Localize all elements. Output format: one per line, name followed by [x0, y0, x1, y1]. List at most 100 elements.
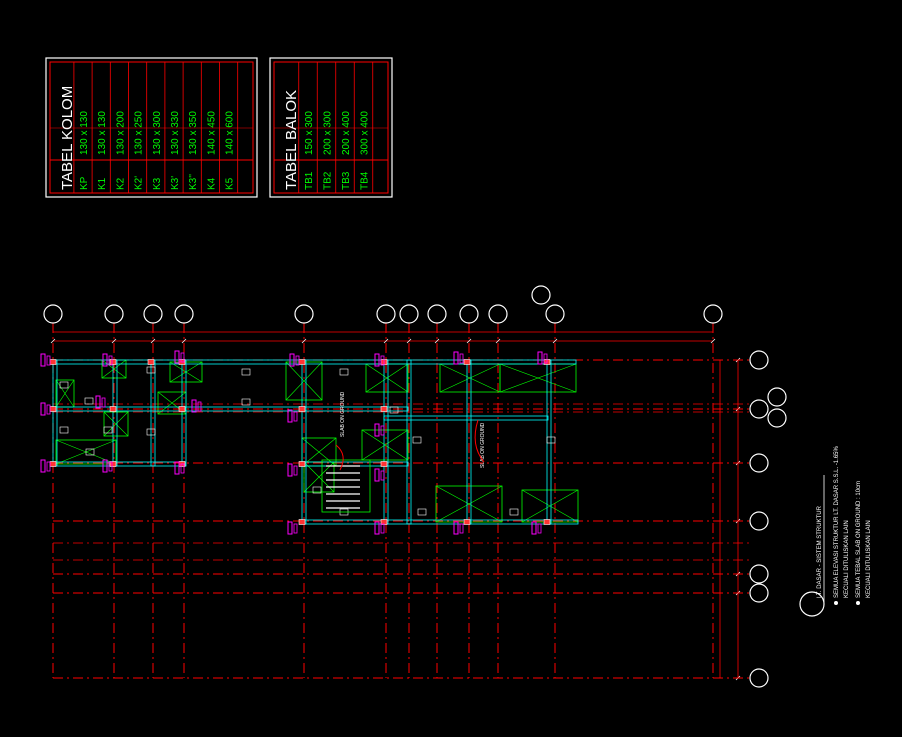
dimension-tick — [150, 338, 156, 344]
dimension-tick — [552, 338, 558, 344]
grid-bubble-top — [459, 304, 479, 324]
column — [49, 359, 57, 365]
tabel-kolom-inner-frame — [49, 61, 254, 194]
column-tag — [180, 352, 185, 363]
dimension-tick — [434, 338, 440, 344]
column-tag — [380, 523, 385, 534]
column-tag — [40, 459, 46, 473]
grid-bubble-right — [749, 564, 769, 584]
column-tag — [537, 351, 543, 365]
column-tag — [108, 461, 113, 472]
balok-row-size: 200 x 400 — [341, 111, 352, 155]
grid-bubble-top — [427, 304, 447, 324]
grid-bubble-top — [488, 304, 508, 324]
kolom-row-size: 130 x 130 — [97, 111, 108, 155]
column-tag — [46, 461, 51, 472]
grid-bubble-right — [749, 399, 769, 419]
grid-bubble-top — [143, 304, 163, 324]
tabel-kolom-frame — [45, 57, 258, 198]
slab-diagonal — [435, 485, 503, 523]
drawing-title-block: LT. DASAR - SISTEM STRUKTUR SEMUA ELEVAS… — [799, 446, 872, 617]
kolom-row-size: 140 x 450 — [206, 111, 217, 155]
slab-diagonal — [101, 359, 127, 379]
balok-row-size: 300 x 400 — [360, 111, 371, 155]
column-tag — [197, 401, 202, 412]
column-tag — [374, 353, 380, 367]
kolom-row-code: K1 — [97, 177, 108, 190]
column — [463, 359, 471, 365]
structural-plan: SLAB ON GROUND SLAB ON GROUND — [40, 285, 787, 688]
kolom-row-size: 130 x 130 — [79, 111, 90, 155]
beam-tag — [84, 397, 94, 405]
kolom-row-size: 130 x 330 — [170, 111, 181, 155]
note-bullet-2 — [856, 601, 860, 605]
dimension-tick — [495, 338, 501, 344]
grid-bubble-right — [767, 408, 787, 428]
slab-diagonal — [103, 411, 129, 437]
grid-bubble-right — [749, 350, 769, 370]
column-tag — [174, 350, 180, 364]
note-1: SEMUA ELEVASI STRUKTUR LT. DASAR S.S.L. … — [834, 446, 840, 598]
column-tag — [40, 353, 46, 367]
column-tag — [374, 423, 380, 437]
kolom-row-size: 140 x 600 — [225, 111, 236, 155]
column-tag — [95, 395, 101, 409]
beam-tag — [146, 428, 156, 436]
column — [298, 406, 306, 412]
slab-diagonal — [55, 379, 75, 408]
column-tag — [537, 523, 542, 534]
slab-arrow-right — [474, 419, 485, 463]
column — [380, 461, 388, 467]
column-tag — [287, 409, 293, 423]
column-tag — [293, 411, 298, 422]
balok-row-size: 200 x 300 — [323, 111, 334, 155]
column-tag — [453, 351, 459, 365]
column-tag — [174, 461, 180, 475]
grid-bubble-top — [104, 304, 124, 324]
tabel-balok-title: TABEL BALOK — [283, 90, 300, 190]
column — [298, 461, 306, 467]
stair — [321, 459, 371, 513]
grid-bubble-top — [294, 304, 314, 324]
dimension-tick — [383, 338, 389, 344]
column-tag — [101, 397, 106, 408]
column-tag — [40, 402, 46, 416]
dimension-tick — [406, 338, 412, 344]
column-tag — [459, 353, 464, 364]
note-bullet-1 — [834, 601, 838, 605]
column-tag — [453, 521, 459, 535]
slab-diagonal — [157, 391, 187, 415]
slab-label-left: SLAB ON GROUND — [340, 391, 346, 437]
column-tag — [102, 353, 108, 367]
column — [178, 406, 186, 412]
grid-bubble-top — [43, 304, 63, 324]
column — [49, 461, 57, 467]
slab-diagonal — [365, 363, 409, 393]
grid-bubble-right — [749, 453, 769, 473]
column-tag — [191, 399, 197, 413]
column-tag — [108, 355, 113, 366]
slab-diagonal — [499, 363, 577, 393]
grid-bubble-top — [399, 304, 419, 324]
beam-tag — [412, 436, 422, 444]
dimension-tick — [111, 338, 117, 344]
column — [147, 359, 155, 365]
slab-diagonal — [303, 461, 335, 493]
column — [109, 461, 117, 467]
grid-bubble-top — [174, 304, 194, 324]
column-tag — [295, 355, 300, 366]
beam-tag — [312, 486, 322, 494]
column-tag — [380, 470, 385, 481]
stair-outline — [321, 459, 371, 513]
beam-tag — [241, 368, 251, 376]
beam-tag — [59, 426, 69, 434]
kolom-row-size: 130 x 350 — [188, 111, 199, 155]
dimension-tick — [181, 338, 187, 344]
column-tag — [46, 404, 51, 415]
column-tag — [459, 523, 464, 534]
balok-row-code: TB4 — [360, 171, 371, 190]
dimension-tick — [710, 338, 716, 344]
